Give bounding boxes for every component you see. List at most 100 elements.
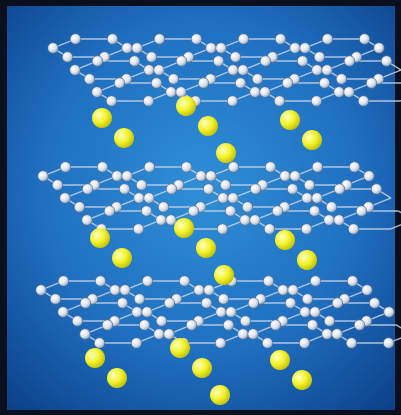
graphene-layer-2-atom — [323, 214, 335, 226]
graphene-layer-2-atom — [188, 205, 200, 217]
graphene-layer-1-atom — [321, 33, 333, 45]
graphene-layer-2-atom — [363, 170, 375, 182]
graphene-layer-3-atom — [131, 337, 143, 349]
graphene-layer-2-atom — [242, 201, 254, 213]
graphene-layer-2-atom — [227, 192, 239, 204]
graphene-layer-2-atom — [111, 170, 123, 182]
graphene-layer-1-atom — [335, 73, 347, 85]
graphene-layer-1-atom — [69, 64, 81, 76]
graphene-layer-2-atom — [217, 192, 229, 204]
graphene-layer-2-atom — [195, 170, 207, 182]
graphene-layer-1-atom — [281, 77, 293, 89]
intercalant-row-3-sphere — [107, 368, 127, 388]
graphene-layer-1-atom — [205, 42, 217, 54]
intercalant-row-1-sphere — [216, 143, 236, 163]
graphene-layer-1-atom — [249, 86, 261, 98]
graphene-layer-3-atom — [179, 275, 191, 287]
graphene-layer-1-atom — [227, 95, 239, 107]
graphene-layer-2-atom — [308, 205, 320, 217]
intercalant-row-3-sphere — [292, 370, 312, 390]
graphene-layer-1-atom — [191, 33, 203, 45]
graphene-layer-3-atom — [49, 293, 61, 305]
graphene-layer-3-atom — [323, 315, 335, 327]
intercalant-row-3-sphere — [170, 338, 190, 358]
graphene-layer-2-atom — [348, 161, 360, 173]
graphene-layer-1-atom — [175, 86, 187, 98]
graphene-layer-3-atom — [131, 306, 143, 318]
graphene-layer-2-atom — [239, 214, 251, 226]
graphene-layer-3-atom — [368, 297, 380, 309]
graphene-layer-1-atom — [213, 55, 225, 67]
graphene-layer-2-atom — [228, 161, 240, 173]
graphene-layer-3-atom — [287, 284, 299, 296]
graphene-layer-2-atom — [133, 192, 145, 204]
graphene-layer-2-atom — [59, 192, 71, 204]
graphene-layer-1-atom — [131, 42, 143, 54]
intercalant-row-1-sphere — [302, 130, 322, 150]
graphene-layer-1-atom — [373, 42, 385, 54]
graphene-layer-3-atom — [163, 328, 175, 340]
graphene-layer-2-atom — [74, 201, 86, 213]
graphene-layer-3-atom — [57, 306, 69, 318]
graphene-layer-2-atom — [82, 183, 94, 195]
graphene-layer-2-atom — [144, 161, 156, 173]
graphene-layer-2-atom — [220, 179, 232, 191]
graphene-layer-3-atom — [203, 284, 215, 296]
graphene-layer-2-atom — [271, 205, 283, 217]
graphene-layer-1-atom — [333, 86, 345, 98]
graphene-layer-2-atom — [217, 223, 229, 235]
graphene-layer-3-atom — [309, 275, 321, 287]
graphene-layer-3-atom — [139, 319, 151, 331]
graphene-layer-3-atom — [331, 297, 343, 309]
graphene-layer-1-atom — [146, 51, 158, 63]
intercalant-row-1-sphere — [176, 96, 196, 116]
graphene-layer-3-atom — [72, 315, 84, 327]
graphene-layer-1-atom — [143, 95, 155, 107]
graphene-layer-1-atom — [343, 55, 355, 67]
graphene-layer-1-atom — [106, 95, 118, 107]
graphene-layer-3-atom — [353, 319, 365, 331]
intercalant-row-3-sphere — [192, 358, 212, 378]
graphene-layer-3-atom — [331, 328, 343, 340]
graphene-layer-1-atom — [230, 51, 242, 63]
graphene-layer-1-atom — [107, 33, 119, 45]
graphene-layer-3-atom — [301, 293, 313, 305]
graphene-layer-2-atom — [155, 214, 167, 226]
graphene-layer-3-atom — [193, 284, 205, 296]
graphene-layer-2-atom — [325, 201, 337, 213]
graphene-layer-2-bond — [390, 224, 401, 230]
graphene-layer-2-atom — [203, 183, 215, 195]
graphene-layer-1-atom — [215, 42, 227, 54]
graphene-layer-1-atom — [296, 55, 308, 67]
graphene-layer-3-atom — [57, 275, 69, 287]
intercalant-row-3-sphere — [270, 350, 290, 370]
graphene-layer-1-atom — [121, 42, 133, 54]
graphene-layer-1-atom — [238, 33, 250, 45]
graphene-layer-2-atom — [165, 214, 177, 226]
graphene-layer-1-atom — [321, 64, 333, 76]
graphene-layer-1-atom — [365, 77, 377, 89]
intercalant-row-2-sphere — [174, 218, 194, 238]
intercalant-row-1-sphere — [198, 116, 218, 136]
graphene-layer-2-atom — [263, 223, 275, 235]
graphene-layer-3-atom — [309, 306, 321, 318]
graphene-layer-3-atom — [215, 306, 227, 318]
graphene-layer-1-atom — [176, 55, 188, 67]
graphene-layer-3-atom — [35, 284, 47, 296]
graphene-layer-2-atom — [264, 161, 276, 173]
intercalant-row-1-sphere — [92, 108, 112, 128]
graphene-layer-1-atom — [310, 95, 322, 107]
graphene-layer-3-atom — [269, 319, 281, 331]
graphene-layer-2-atom — [249, 214, 261, 226]
graphene-layer-1-atom — [114, 77, 126, 89]
graphene-layer-3-atom — [247, 328, 259, 340]
graphene-layer-3-atom — [153, 328, 165, 340]
graphene-layer-1-atom — [299, 42, 311, 54]
graphene-layer-2-atom — [121, 170, 133, 182]
graphene-layer-1-atom — [274, 33, 286, 45]
graphene-layer-2-atom — [303, 179, 315, 191]
graphene-layer-3-atom — [225, 306, 237, 318]
graphene-layer-1-atom — [259, 55, 271, 67]
graphene-layer-1-atom — [165, 86, 177, 98]
